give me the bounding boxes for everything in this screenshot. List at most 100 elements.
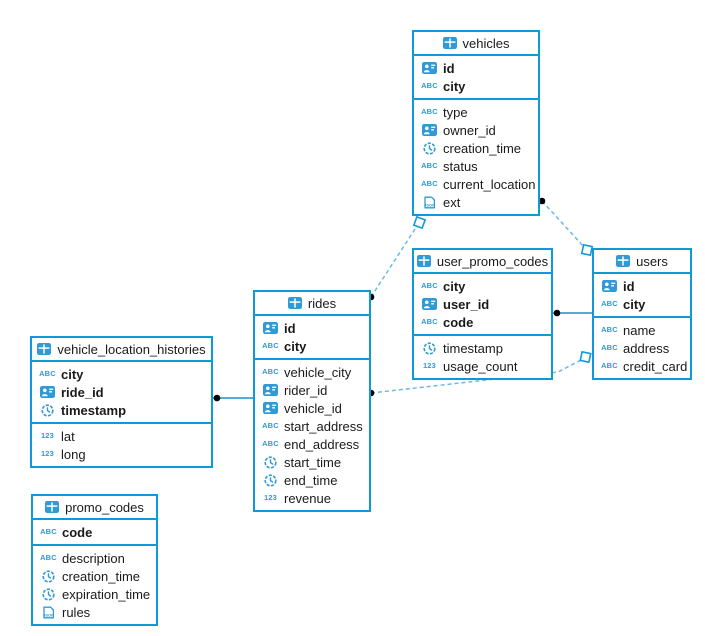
relation-diamond-marker [580, 243, 594, 257]
column-row-start_time[interactable]: start_time [255, 453, 369, 471]
column-name: usage_count [443, 358, 518, 374]
column-name: rules [62, 604, 91, 620]
abc-icon: ABC [601, 299, 618, 309]
table-header[interactable]: users [594, 250, 690, 274]
clock-icon [264, 455, 277, 469]
column-name: revenue [284, 490, 331, 506]
relation-rides-vehicles[interactable] [370, 225, 418, 298]
column-name: description [62, 550, 125, 566]
column-type-icon: ABC [601, 362, 618, 370]
column-type-icon: ABC [262, 422, 279, 430]
column-name: city [443, 78, 466, 94]
column-type-icon [39, 386, 56, 398]
abc-icon: ABC [262, 367, 279, 377]
table-header[interactable]: promo_codes [33, 496, 156, 520]
column-row-timestamp[interactable]: timestamp [32, 401, 211, 419]
column-name: credit_card [623, 358, 688, 374]
column-row-revenue[interactable]: 123 revenue [255, 489, 369, 507]
column-row-ext[interactable]: JSON ext [414, 193, 538, 211]
column-type-icon [262, 322, 279, 334]
id-badge-icon [263, 402, 278, 414]
json-icon: JSON [424, 196, 435, 208]
column-row-rules[interactable]: JSON rules [33, 603, 156, 621]
column-row-ride_id[interactable]: ride_id [32, 383, 211, 401]
abc-icon: ABC [39, 369, 56, 379]
column-name: type [443, 104, 468, 120]
relation-vehicles-users[interactable] [541, 200, 586, 249]
column-name: timestamp [443, 340, 503, 356]
column-type-icon [262, 473, 279, 487]
table-header[interactable]: user_promo_codes [414, 250, 551, 274]
id-badge-icon [422, 124, 437, 136]
column-row-expiration_time[interactable]: expiration_time [33, 585, 156, 603]
column-row-credit_card[interactable]: ABC credit_card [594, 357, 690, 375]
column-name: expiration_time [62, 586, 151, 602]
column-row-id[interactable]: id [255, 319, 369, 337]
table-name: user_promo_codes [436, 253, 549, 269]
column-type-icon: JSON [421, 196, 438, 209]
column-row-id[interactable]: id [414, 59, 538, 77]
column-type-icon [421, 124, 438, 136]
column-row-end_time[interactable]: end_time [255, 471, 369, 489]
column-row-city[interactable]: ABC city [414, 277, 551, 295]
column-row-rider_id[interactable]: rider_id [255, 381, 369, 399]
column-row-user_id[interactable]: user_id [414, 295, 551, 313]
column-type-icon: ABC [421, 180, 438, 188]
column-name: creation_time [443, 140, 522, 156]
column-name: start_time [284, 454, 342, 470]
relation-dot-marker [213, 394, 221, 402]
table-header[interactable]: rides [255, 292, 369, 316]
column-row-id[interactable]: id [594, 277, 690, 295]
column-type-icon: 123 [262, 494, 279, 502]
column-row-vehicle_id[interactable]: vehicle_id [255, 399, 369, 417]
column-row-owner_id[interactable]: owner_id [414, 121, 538, 139]
table-header[interactable]: vehicle_location_histories [32, 338, 211, 362]
column-name: end_time [284, 472, 338, 488]
column-name: rider_id [284, 382, 328, 398]
column-row-creation_time[interactable]: creation_time [33, 567, 156, 585]
column-name: id [284, 320, 296, 336]
table-header[interactable]: vehicles [414, 32, 538, 56]
column-row-timestamp[interactable]: timestamp [414, 339, 551, 357]
column-name: start_address [284, 418, 363, 434]
column-name: city [443, 278, 466, 294]
table-icon [37, 343, 52, 355]
column-row-start_address[interactable]: ABC start_address [255, 417, 369, 435]
json-icon: JSON [43, 606, 54, 618]
column-row-creation_time[interactable]: creation_time [414, 139, 538, 157]
clock-icon [423, 141, 436, 155]
column-name: ext [443, 194, 461, 210]
abc-icon: ABC [421, 281, 438, 291]
abc-icon: ABC [40, 527, 57, 537]
column-type-icon: JSON [40, 606, 57, 619]
relation-diamond-marker [579, 350, 592, 364]
